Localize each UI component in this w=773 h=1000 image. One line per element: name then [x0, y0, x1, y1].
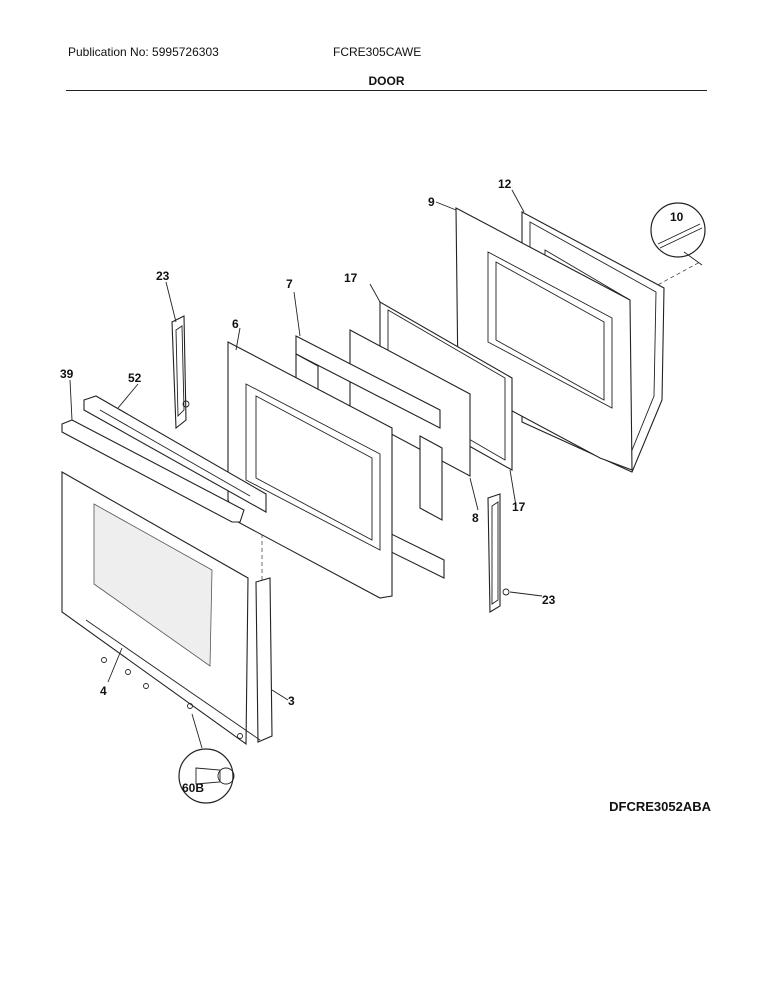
callout-3: 3: [288, 694, 295, 708]
screws: [101, 657, 243, 739]
model-number: FCRE305CAWE: [333, 45, 422, 59]
callout-17-bottom: 17: [512, 500, 526, 514]
hinge-right-part: [487, 493, 510, 613]
callout-8: 8: [472, 511, 479, 525]
callout-17-top: 17: [344, 271, 358, 285]
callout-10: 10: [670, 210, 684, 224]
vent-trim-part: [83, 395, 267, 513]
detail-circle-60b: [178, 748, 235, 804]
callout-7: 7: [286, 277, 293, 291]
callout-60b: 60B: [182, 781, 204, 795]
callout-12: 12: [498, 177, 512, 191]
diagram-code: DFCRE3052ABA: [609, 799, 711, 814]
detail-circle-10: [650, 202, 706, 266]
publication-number: Publication No: 5995726303: [68, 45, 219, 59]
header-rule: [66, 90, 707, 91]
leader-lines: [69, 189, 543, 749]
callout-4: 4: [100, 684, 107, 698]
callout-23-left: 23: [156, 269, 170, 283]
callout-23-right: 23: [542, 593, 556, 607]
callout-9: 9: [428, 195, 435, 209]
hinge-left-part: [171, 315, 190, 430]
callout-6: 6: [232, 317, 239, 331]
section-title: DOOR: [368, 74, 405, 88]
callout-52: 52: [128, 371, 142, 385]
outer-door-panel-part: [61, 471, 249, 746]
door-trim-part: [85, 577, 273, 743]
callout-39: 39: [60, 367, 74, 381]
inner-door-panel-part: [227, 341, 393, 599]
